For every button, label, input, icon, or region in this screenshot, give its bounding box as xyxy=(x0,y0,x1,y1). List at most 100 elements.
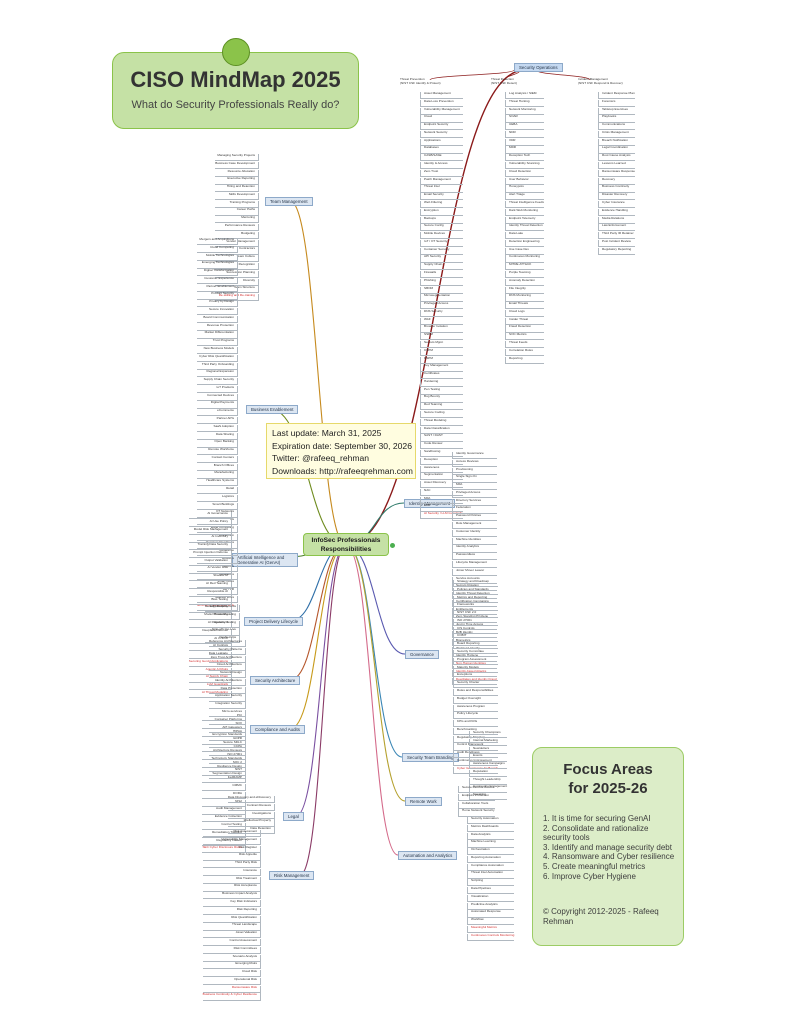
list-item[interactable]: Mobile Technologies xyxy=(197,253,238,261)
list-item[interactable]: Email Threats xyxy=(505,301,544,310)
list-item[interactable]: Community Engagement xyxy=(469,785,508,793)
list-item[interactable]: Threat Intel xyxy=(420,184,463,193)
list-item[interactable]: ISO 27001 xyxy=(202,752,246,761)
list-item[interactable]: Security Automation xyxy=(467,816,515,825)
list-item[interactable]: Business Continuity xyxy=(598,184,636,193)
list-item[interactable]: Vulnerability Scanning xyxy=(505,161,544,170)
list-item[interactable]: Alert Triage xyxy=(505,192,544,201)
list-item[interactable]: Email Security xyxy=(420,192,463,201)
list-item[interactable]: NDR xyxy=(505,130,544,139)
list-item[interactable]: Continuous Improvement xyxy=(453,758,499,767)
list-item[interactable]: Intellectual Property xyxy=(227,818,275,827)
list-item[interactable]: Training Programs xyxy=(215,200,259,208)
list-item[interactable]: Privacy by Design xyxy=(197,299,238,308)
list-item[interactable]: API Security xyxy=(420,254,463,263)
sub-threat-detection[interactable]: Threat Detection xyxy=(491,77,514,81)
list-item[interactable]: Federation xyxy=(452,506,497,514)
list-item[interactable]: Use Case Dev xyxy=(505,247,544,255)
list-item[interactable]: Security Committee xyxy=(453,649,499,658)
list-item[interactable]: Reporting Automation xyxy=(467,855,515,864)
list-item[interactable]: Correlation Rules xyxy=(505,348,544,356)
list-item[interactable]: Threat Feeds xyxy=(505,340,544,349)
list-item[interactable]: Password Policies xyxy=(452,513,497,522)
list-item[interactable]: Data Loss Prevention xyxy=(420,99,463,107)
list-item[interactable]: Cloud Detection xyxy=(505,169,544,177)
list-item[interactable]: Data Lake xyxy=(505,231,544,240)
list-item[interactable]: Cyber Risk Quantification xyxy=(197,354,238,362)
list-item[interactable]: AI Vendor Risk xyxy=(188,566,232,574)
list-item[interactable]: AI Security / LLM Guardrails xyxy=(420,511,463,520)
list-item[interactable]: Communications xyxy=(598,122,636,131)
list-item[interactable]: Budget Oversight xyxy=(453,696,499,704)
list-item[interactable]: Microsegmentation xyxy=(420,293,463,302)
branch-project-delivery[interactable]: Project Delivery Lifecycle xyxy=(244,617,304,626)
list-item[interactable]: Deception Tech xyxy=(505,153,544,162)
list-item[interactable]: Insider Threat xyxy=(505,317,544,325)
list-item[interactable]: Fraud Detection xyxy=(505,324,544,333)
list-item[interactable]: Security Testing xyxy=(204,620,240,628)
list-item[interactable]: WAF xyxy=(420,317,463,325)
list-item[interactable]: XDR xyxy=(505,138,544,146)
list-item[interactable]: Application Security xyxy=(208,694,246,702)
list-item[interactable]: Open Banking xyxy=(197,439,238,448)
list-item[interactable]: Cloud Computing xyxy=(197,245,238,253)
list-item[interactable]: Reporting xyxy=(505,356,544,364)
list-item[interactable]: Program Assessment xyxy=(453,657,499,665)
list-item[interactable]: Hiring and Retention xyxy=(215,184,259,193)
list-item[interactable]: Secure SDLC xyxy=(208,740,246,749)
list-item[interactable]: Honeypots xyxy=(505,184,544,193)
list-item[interactable]: Machine Identities xyxy=(452,537,497,545)
list-item[interactable]: Service Accounts xyxy=(452,576,497,584)
list-item[interactable]: Revenue Protection xyxy=(197,323,238,331)
list-item[interactable]: Network Security xyxy=(420,130,463,139)
list-item[interactable]: MFA xyxy=(420,496,463,504)
list-item[interactable]: SEC Cyber Disclosure Rules xyxy=(202,845,246,854)
list-item[interactable]: Supply Chain Security xyxy=(197,377,238,386)
list-item[interactable]: Mergers and Acquisitions xyxy=(197,237,238,246)
list-item[interactable]: Asset Valuation xyxy=(202,930,261,939)
list-item[interactable]: Just in Time Access xyxy=(452,622,497,631)
list-item[interactable]: Model Risk Management xyxy=(188,527,232,535)
list-item[interactable]: Workflow xyxy=(467,917,515,926)
list-item[interactable]: Risk Acceptance xyxy=(202,884,261,892)
list-item[interactable]: Mobile Devices xyxy=(420,231,463,240)
list-item[interactable]: Asset Management xyxy=(420,91,463,100)
list-item[interactable]: Cloud Risk xyxy=(202,969,261,978)
list-item[interactable]: ISO 27001 xyxy=(453,618,499,627)
list-item[interactable]: Biometrics xyxy=(452,638,497,646)
list-item[interactable]: NIST xyxy=(202,768,246,776)
list-item[interactable]: Trust Programs xyxy=(197,338,238,347)
list-item[interactable]: Directory Services xyxy=(452,498,497,506)
list-item[interactable]: Forensics xyxy=(598,99,636,107)
list-item[interactable]: Security Champions xyxy=(469,730,508,739)
list-item[interactable]: Threat Landscape xyxy=(202,922,261,931)
list-item[interactable]: Awareness Campaigns xyxy=(469,761,508,770)
list-item[interactable]: Risk Assessment xyxy=(202,829,261,838)
list-item[interactable]: DNS Security xyxy=(420,309,463,318)
list-item[interactable]: Benchmarking xyxy=(453,727,499,736)
list-item[interactable]: Applications xyxy=(420,138,463,146)
list-item[interactable]: Hardening xyxy=(420,379,463,388)
list-item[interactable]: Data Pipelines xyxy=(467,886,515,895)
list-item[interactable]: IoT / OT Security xyxy=(420,239,463,248)
list-item[interactable]: Resource Allocation xyxy=(215,169,259,177)
list-item[interactable]: Lessons Learned xyxy=(598,161,636,170)
list-item[interactable]: Policies and Standards xyxy=(453,587,499,595)
list-item[interactable]: SOC 2 xyxy=(202,760,246,768)
list-item[interactable]: Threat Intel Automation xyxy=(467,871,515,879)
list-item[interactable]: Access Reviews xyxy=(452,459,497,467)
list-item[interactable]: Sign-off / Go-Live xyxy=(204,627,240,636)
list-item[interactable]: DevSecOps xyxy=(204,635,240,644)
list-item[interactable]: AI Copilots xyxy=(188,643,232,652)
list-item[interactable]: Security Charter xyxy=(453,680,499,689)
list-item[interactable]: Predictive Analytics xyxy=(467,902,515,910)
list-item[interactable]: CIS Controls xyxy=(453,626,499,634)
branch-team-management[interactable]: Team Management xyxy=(265,197,313,206)
branch-ai-genai[interactable]: Artificial Intelligence and Generative A… xyxy=(232,553,298,567)
list-item[interactable]: API Gateways xyxy=(208,725,246,733)
list-item[interactable]: Emerging Risks xyxy=(202,961,261,970)
list-item[interactable]: Identity Threat Detection xyxy=(452,591,497,600)
list-item[interactable]: Sandboxing xyxy=(420,449,463,458)
list-item[interactable]: Cloud xyxy=(420,114,463,123)
list-item[interactable]: Supply Chain xyxy=(420,262,463,271)
